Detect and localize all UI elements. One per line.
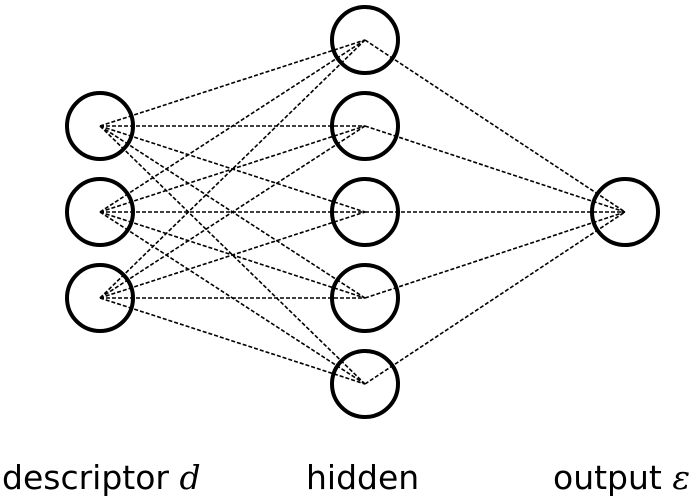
connection-hidden-1-to-output-1 (364, 39, 626, 213)
hidden-node-1 (330, 5, 400, 75)
connection-hidden-5-to-output-1 (364, 211, 626, 385)
hidden-layer-label: hidden (306, 458, 419, 498)
connection-input-1-to-hidden-5 (99, 125, 366, 385)
input-layer-symbol: d (179, 458, 201, 497)
input-node-1 (65, 91, 135, 161)
output-layer-text: output (553, 458, 662, 497)
input-node-2 (65, 177, 135, 247)
connection-hidden-2-to-output-1 (364, 125, 626, 213)
output-node-1 (590, 177, 660, 247)
connection-input-2-to-hidden-1 (99, 39, 366, 213)
connection-input-3-to-hidden-1 (99, 39, 366, 299)
hidden-node-5 (330, 349, 400, 419)
hidden-node-2 (330, 91, 400, 161)
connection-input-1-to-hidden-1 (99, 39, 366, 127)
output-layer-symbol: ε (672, 458, 691, 497)
hidden-node-3 (330, 177, 400, 247)
connection-input-2-to-hidden-2 (99, 125, 366, 213)
connection-input-3-to-hidden-5 (99, 297, 366, 385)
hidden-node-4 (330, 263, 400, 333)
connection-input-3-to-hidden-3 (99, 211, 366, 299)
neurons (65, 5, 660, 419)
input-node-3 (65, 263, 135, 333)
input-layer-label: descriptor d (2, 458, 201, 498)
connection-hidden-4-to-output-1 (364, 211, 626, 299)
connection-input-3-to-hidden-2 (99, 125, 366, 299)
hidden-layer-text: hidden (306, 458, 420, 497)
input-layer-text: descriptor (2, 458, 169, 497)
connections (99, 39, 626, 385)
output-layer-label: output ε (553, 458, 690, 498)
